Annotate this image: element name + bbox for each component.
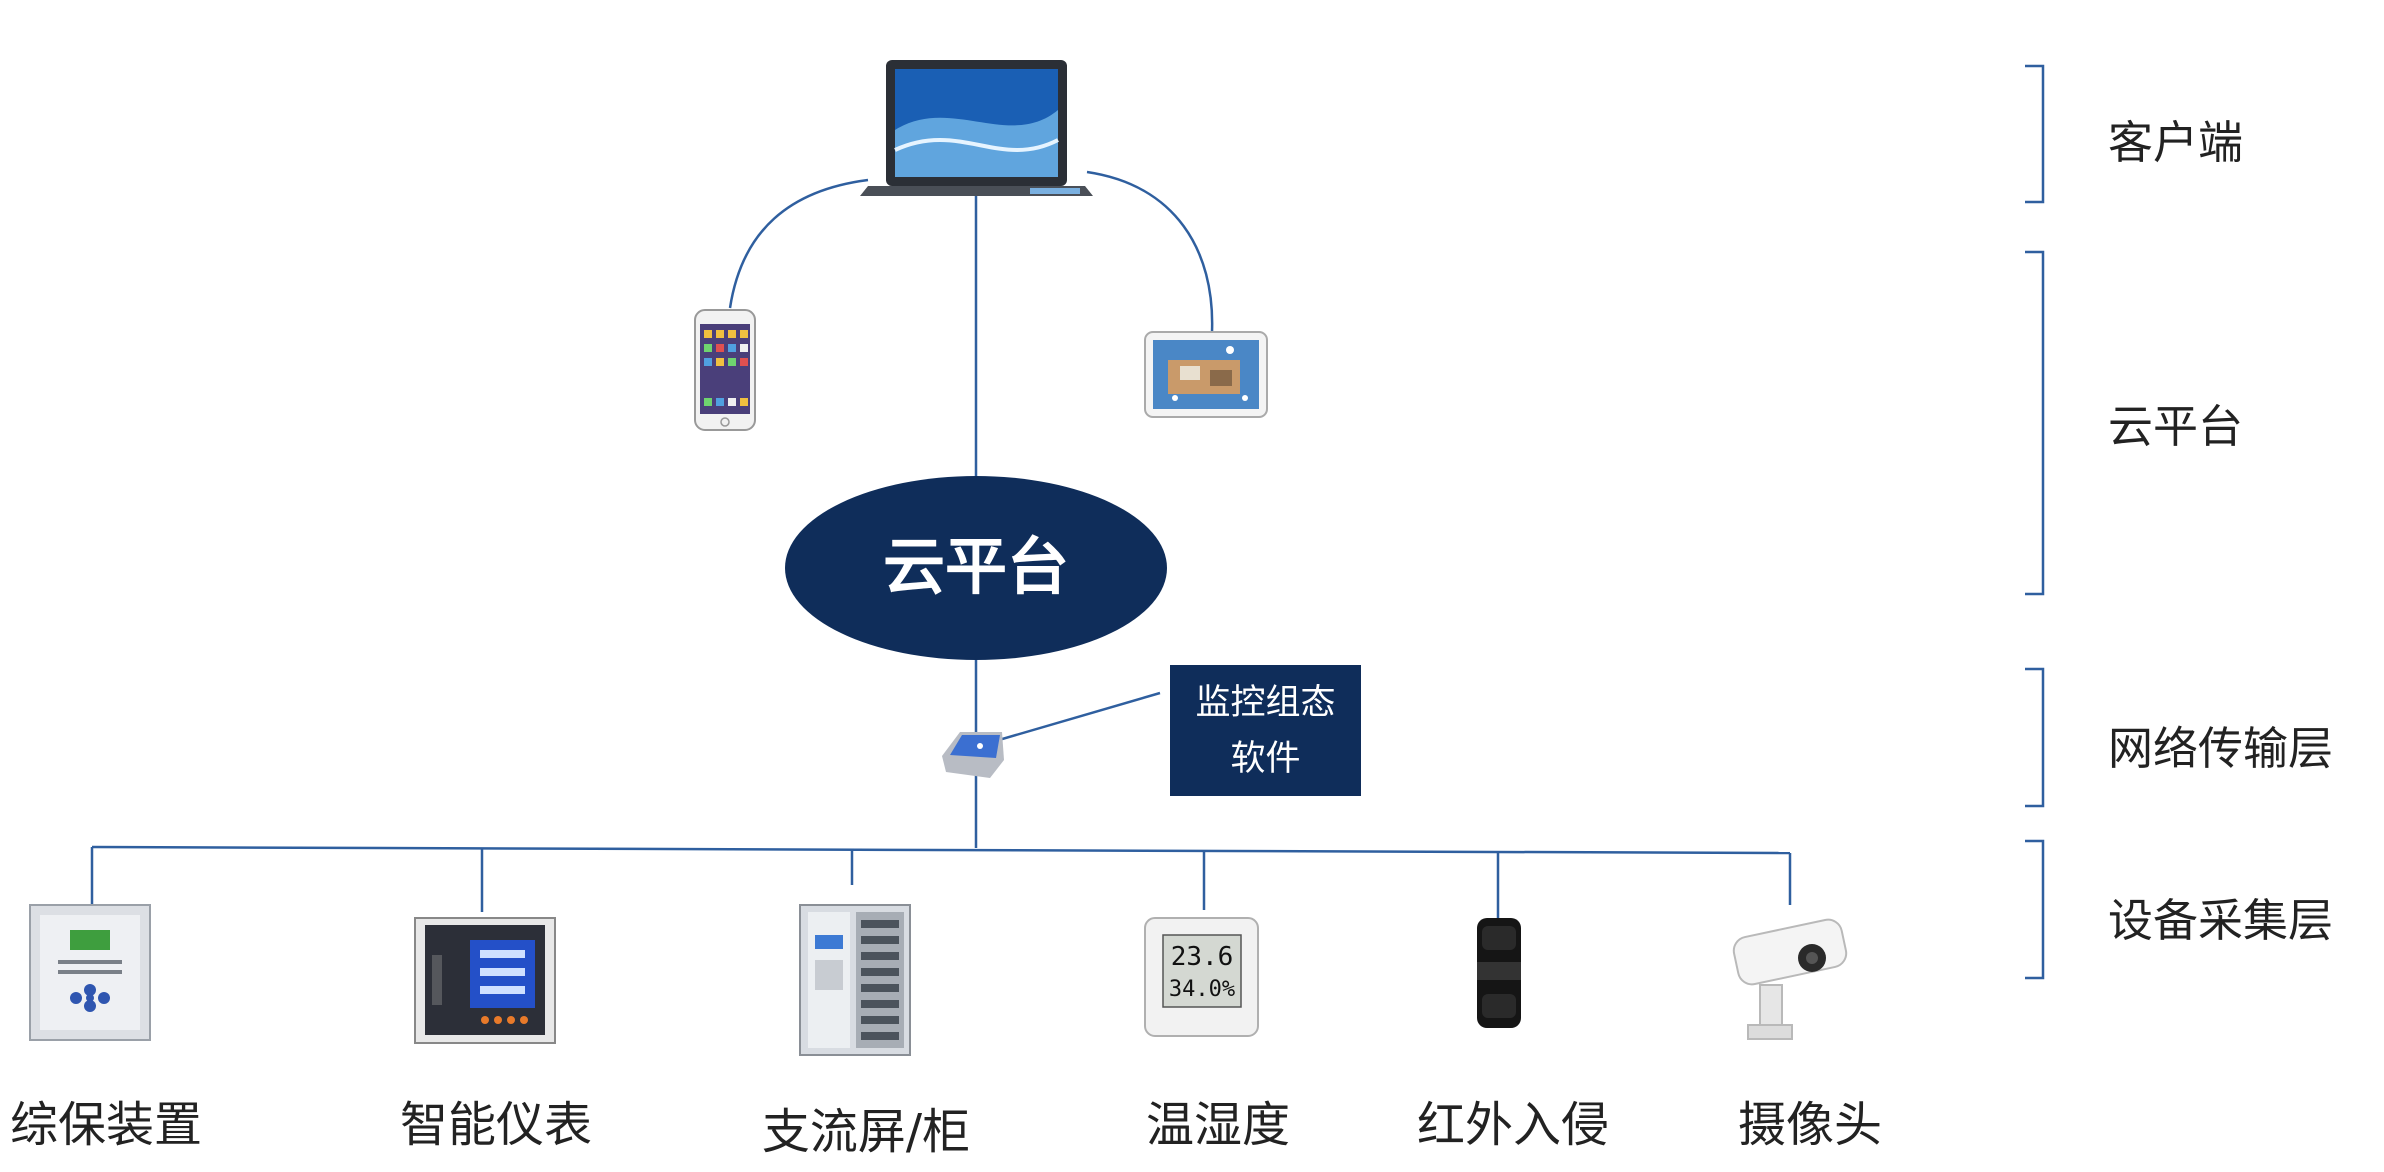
camera-icon (1732, 918, 1848, 1040)
software-label-line2: 软件 (1230, 738, 1301, 779)
smart-meter-icon (414, 917, 556, 1044)
bracket-network (2025, 667, 2045, 808)
cloud-label: 云平台 (883, 530, 1069, 603)
bracket-device (2025, 839, 2045, 980)
thermo-hygrometer-icon: 23.6 34.0% (1144, 917, 1259, 1037)
temperature-reading: 23.6 (1171, 942, 1234, 972)
bracket-client (2025, 64, 2045, 204)
monitoring-software-box: 监控组态 软件 (1170, 665, 1361, 796)
cloud-platform-node: 云平台 (785, 476, 1167, 660)
device-bus-line (91, 845, 1791, 855)
phone-icon (694, 309, 756, 431)
device-label-camera: 摄像头 (1737, 1097, 1883, 1153)
layer-label-network: 网络传输层 (2108, 722, 2334, 775)
device-label-thermo: 温湿度 (1145, 1097, 1291, 1153)
protection-relay-icon (29, 904, 151, 1041)
connection-lines (90, 170, 1792, 920)
layer-label-device: 设备采集层 (2108, 894, 2334, 947)
device-label-dc-cabinet: 支流屏/柜 (761, 1104, 971, 1160)
humidity-reading: 34.0% (1169, 977, 1235, 1002)
laptop-icon (860, 60, 1093, 196)
software-label-line1: 监控组态 (1195, 682, 1336, 723)
software-connector-line (991, 691, 1161, 744)
router-icon (942, 732, 1004, 778)
device-label-protection: 综保装置 (9, 1097, 203, 1153)
layer-label-client: 客户端 (2108, 116, 2244, 169)
laptop-to-tablet-line (1086, 170, 1214, 333)
tablet-icon (1144, 331, 1268, 418)
bracket-cloud (2025, 250, 2045, 596)
layer-brackets (2025, 64, 2045, 980)
infrared-detector-icon (1477, 918, 1521, 1028)
layer-label-cloud: 云平台 (2108, 400, 2244, 453)
device-label-meter: 智能仪表 (399, 1097, 593, 1153)
dc-cabinet-icon (799, 904, 911, 1056)
laptop-to-phone-line (728, 178, 869, 309)
device-label-infrared: 红外入侵 (1416, 1097, 1610, 1153)
